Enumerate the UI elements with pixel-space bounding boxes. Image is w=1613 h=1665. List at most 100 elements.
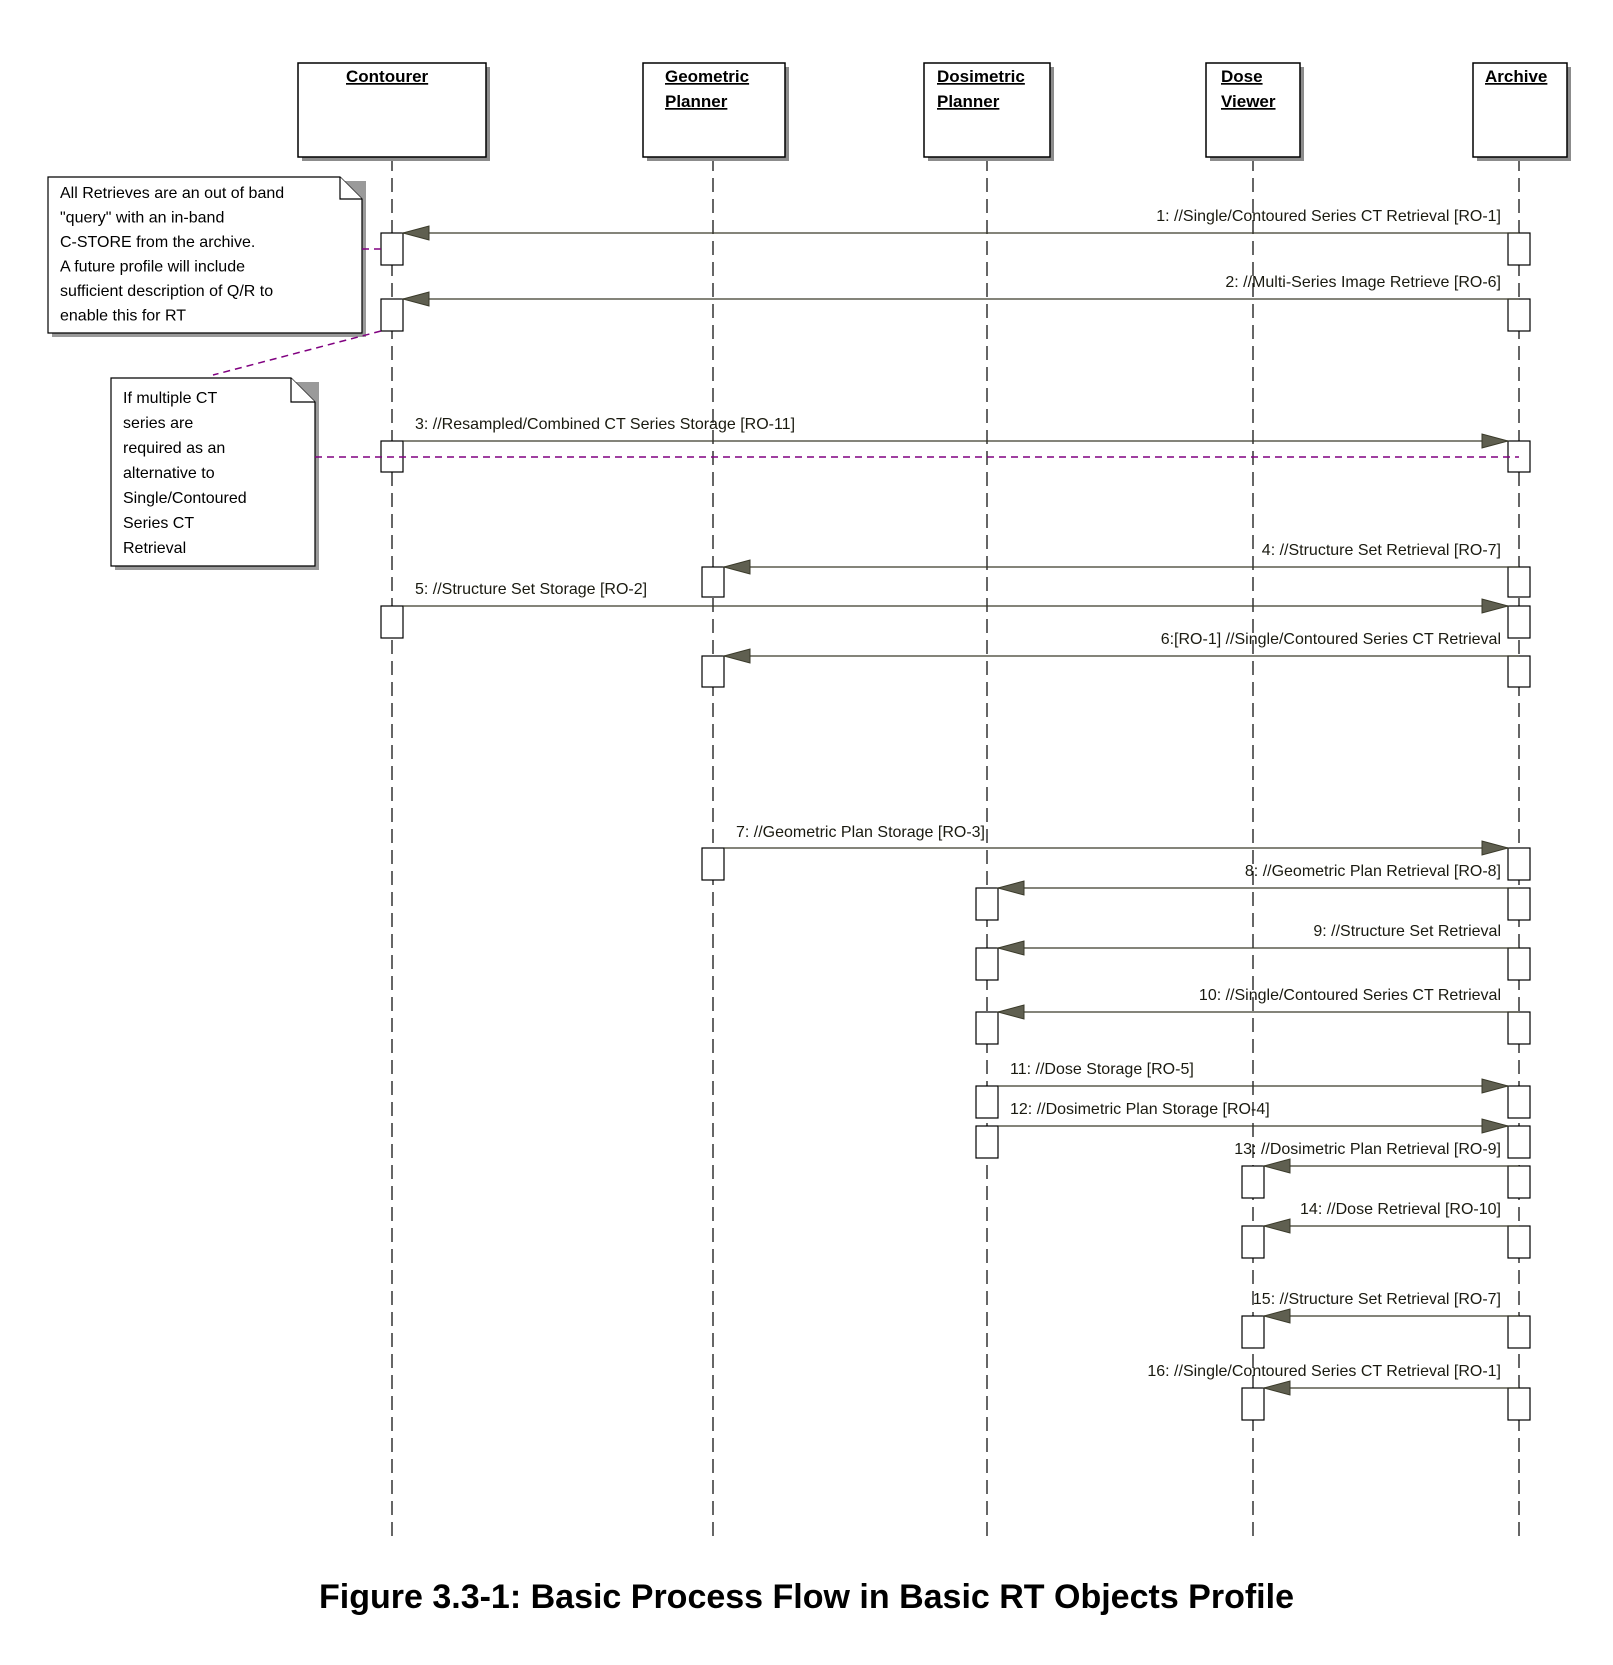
message-arrowhead — [401, 225, 430, 241]
message-arrowhead — [1481, 598, 1510, 614]
archive-actor: Archive — [1472, 62, 1571, 161]
message-label: 6:[RO-1] //Single/Contoured Series CT Re… — [1161, 631, 1501, 648]
activation-box — [1507, 947, 1531, 981]
message-11: 11: //Dose Storage [RO-5] — [998, 1061, 1510, 1094]
sequence-diagram: 1: //Single/Contoured Series CT Retrieva… — [47, 62, 1571, 1540]
activation-box — [701, 847, 725, 881]
activation-box — [701, 655, 725, 688]
message-7: 7: //Geometric Plan Storage [RO-3] — [724, 824, 1510, 856]
actor-label: Planner — [937, 92, 1000, 111]
message-arrowhead — [1262, 1380, 1291, 1396]
activation-box — [1507, 847, 1531, 881]
message-label: 13: //Dosimetric Plan Retrieval [RO-9] — [1234, 1141, 1501, 1158]
activation-box — [380, 232, 404, 266]
activation-box — [1507, 655, 1531, 688]
note-body — [110, 377, 316, 567]
note-text-line: "query" with an in-band — [60, 210, 224, 227]
actor-label: Contourer — [346, 67, 429, 86]
actor-box — [1205, 62, 1301, 158]
message-6: 6:[RO-1] //Single/Contoured Series CT Re… — [722, 631, 1519, 664]
activation-box — [975, 887, 999, 921]
activation-box — [1507, 1165, 1531, 1199]
activation-box — [975, 1125, 999, 1159]
message-arrowhead — [1481, 433, 1510, 449]
activation-box — [1241, 1225, 1265, 1259]
note-fold — [290, 378, 315, 403]
message-arrowhead — [996, 1004, 1025, 1020]
activation-box — [1507, 605, 1531, 639]
note-body — [47, 176, 363, 334]
activation-box — [1507, 1225, 1531, 1259]
actor-box — [642, 62, 786, 158]
message-arrowhead — [1262, 1308, 1291, 1324]
note-text-line: sufficient description of Q/R to — [60, 283, 273, 300]
message-1: 1: //Single/Contoured Series CT Retrieva… — [401, 208, 1519, 241]
activation-box — [380, 605, 404, 639]
note-text-line: All Retrieves are an out of band — [60, 185, 284, 202]
note-multiple-ct: If multiple CT series are required as an al… — [110, 377, 319, 570]
message-14: 14: //Dose Retrieval [RO-10] — [1262, 1201, 1519, 1234]
message-arrowhead — [722, 648, 751, 664]
note-text-line: series are — [123, 415, 193, 432]
message-label: 15: //Structure Set Retrieval [RO-7] — [1253, 1291, 1501, 1308]
message-16: 16: //Single/Contoured Series CT Retriev… — [1147, 1363, 1519, 1396]
activation-box — [1241, 1315, 1265, 1349]
message-arrowhead — [996, 880, 1025, 896]
note-fold — [339, 177, 362, 200]
activation-box — [701, 566, 725, 598]
message-label: 14: //Dose Retrieval [RO-10] — [1300, 1201, 1501, 1218]
activation-box — [1507, 298, 1531, 332]
activation-box — [1507, 566, 1531, 598]
message-label: 10: //Single/Contoured Series CT Retriev… — [1199, 987, 1501, 1004]
activation-box — [1507, 1085, 1531, 1119]
message-4: 4: //Structure Set Retrieval [RO-7] — [722, 542, 1519, 575]
activation-box — [975, 1011, 999, 1045]
message-arrowhead — [722, 559, 751, 575]
note-retrieves: All Retrieves are an out of band "query" … — [47, 176, 366, 337]
note-text-line: enable this for RT — [60, 308, 186, 325]
message-label: 1: //Single/Contoured Series CT Retrieva… — [1156, 208, 1501, 225]
message-10: 10: //Single/Contoured Series CT Retriev… — [996, 987, 1519, 1020]
message-label: 8: //Geometric Plan Retrieval [RO-8] — [1245, 863, 1501, 880]
message-15: 15: //Structure Set Retrieval [RO-7] — [1253, 1291, 1519, 1324]
activation-box — [380, 298, 404, 332]
activation-box — [1241, 1165, 1265, 1199]
message-9: 9: //Structure Set Retrieval — [996, 923, 1519, 956]
message-arrowhead — [1481, 1078, 1510, 1094]
actor-label: Planner — [665, 92, 728, 111]
actor-label: Viewer — [1221, 92, 1276, 111]
message-label: 9: //Structure Set Retrieval — [1313, 923, 1501, 940]
actor-label: Archive — [1485, 67, 1547, 86]
note-text-line: C-STORE from the archive. — [60, 234, 255, 251]
message-label: 5: //Structure Set Storage [RO-2] — [415, 581, 647, 598]
message-label: 3: //Resampled/Combined CT Series Storag… — [415, 416, 795, 433]
activation-box — [975, 1085, 999, 1119]
actor-label: Dosimetric — [937, 67, 1025, 86]
message-8: 8: //Geometric Plan Retrieval [RO-8] — [996, 863, 1519, 896]
contourer-actor: Contourer — [297, 62, 490, 161]
activation-box — [1507, 1011, 1531, 1045]
message-label: 11: //Dose Storage [RO-5] — [1010, 1061, 1194, 1078]
message-label: 2: //Multi-Series Image Retrieve [RO-6] — [1225, 274, 1501, 291]
figure-caption: Figure 3.3-1: Basic Process Flow in Basi… — [319, 1578, 1294, 1616]
activation-box — [975, 947, 999, 981]
activation-box — [1241, 1387, 1265, 1421]
note-text-line: If multiple CT — [123, 390, 217, 407]
activation-box — [1507, 887, 1531, 921]
message-13: 13: //Dosimetric Plan Retrieval [RO-9] — [1234, 1141, 1519, 1174]
actor-box — [297, 62, 487, 158]
actor-label: Geometric — [665, 67, 749, 86]
message-arrowhead — [1481, 840, 1510, 856]
message-label: 7: //Geometric Plan Storage [RO-3] — [736, 824, 985, 841]
activation-box — [1507, 1387, 1531, 1421]
message-label: 4: //Structure Set Retrieval [RO-7] — [1262, 542, 1501, 559]
message-5: 5: //Structure Set Storage [RO-2] — [403, 581, 1510, 614]
actor-box — [923, 62, 1051, 158]
activation-box — [1507, 232, 1531, 266]
message-arrowhead — [996, 940, 1025, 956]
note-text-line: alternative to — [123, 465, 215, 482]
activation-box — [1507, 1315, 1531, 1349]
note-text-line: required as an — [123, 440, 225, 457]
